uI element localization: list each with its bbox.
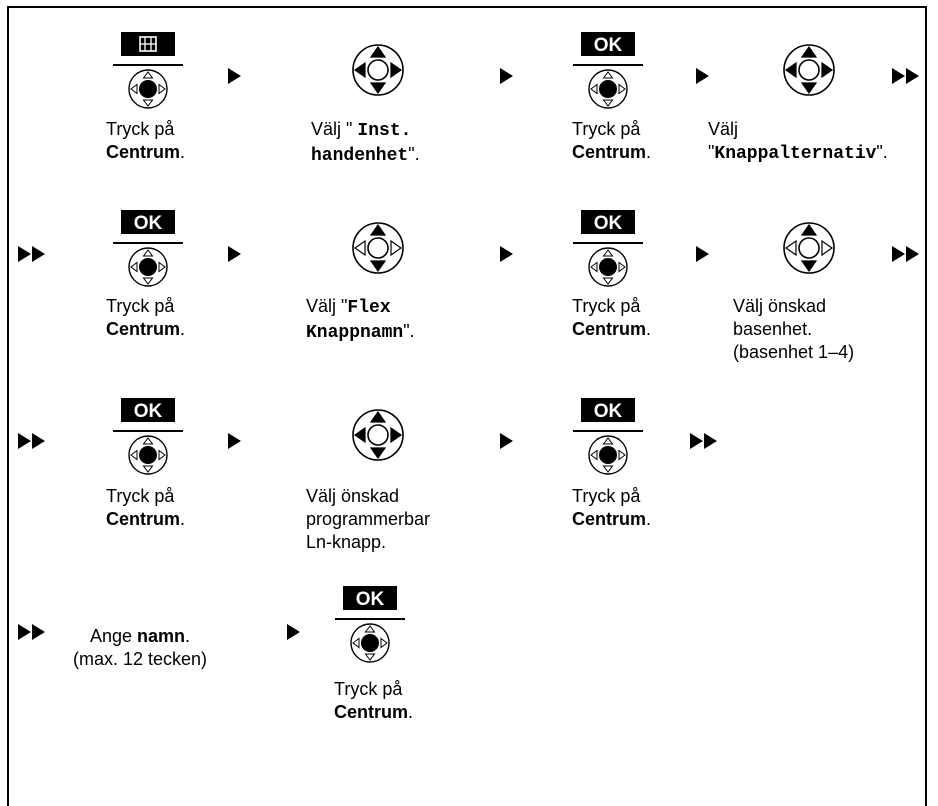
ok-key-icon: OK [581,398,635,422]
centrum-key-group: OK [573,398,643,475]
navigator-center-icon [128,435,168,475]
next-step-arrow-icon [500,433,513,449]
caption-press-centrum: Tryck på Centrum. [572,486,652,529]
navigator-all-directions-icon [783,44,835,96]
caption-enter-name: Ange namn. (max. 12 tecken) [72,626,208,669]
navigator-center-icon [588,69,628,109]
continue-arrow-icon [892,68,919,84]
centrum-key-group: OK [335,586,405,663]
ok-key-icon: OK [121,210,175,234]
caption-select-base: Välj önskad basenhet. (basenhet 1–4) [733,296,855,362]
next-step-arrow-icon [228,246,241,262]
ok-key-label: OK [134,401,163,422]
navigator-center-icon [588,247,628,287]
caption-press-centrum: Tryck på Centrum. [334,679,414,722]
continue-arrow-icon [690,433,717,449]
navigator-updown-icon [352,222,404,274]
centrum-key-group: OK [573,210,643,287]
ok-key-icon: OK [343,586,397,610]
continue-arrow-icon [18,433,45,449]
caption-select-programmable-key: Välj önskad programmerbar Ln-knapp. [306,486,431,552]
ok-key-label: OK [356,589,385,610]
centrum-key-group: OK [113,210,183,287]
caption-select-inst: Välj " Inst. handenhet". [311,119,420,166]
centrum-key-group [113,32,183,109]
menu-key-icon [121,32,175,56]
procedure-frame [7,6,927,806]
continue-arrow-icon [18,624,45,640]
caption-press-centrum: Tryck på Centrum. [106,296,186,339]
caption-select-knappalternativ: Välj "Knappalternativ". [708,119,888,164]
next-step-arrow-icon [228,68,241,84]
next-step-arrow-icon [500,246,513,262]
ok-key-label: OK [594,401,623,422]
caption-press-centrum: Tryck på Centrum. [572,296,652,339]
next-step-arrow-icon [696,246,709,262]
ok-key-icon: OK [121,398,175,422]
next-step-arrow-icon [287,624,300,640]
caption-select-flex: Välj "Flex Knappnamn". [306,296,415,343]
navigator-all-directions-icon [352,409,404,461]
caption-press-centrum: Tryck på Centrum. [106,486,186,529]
centrum-key-group: OK [113,398,183,475]
continue-arrow-icon [18,246,45,262]
next-step-arrow-icon [228,433,241,449]
ok-key-label: OK [594,213,623,234]
centrum-key-group: OK [573,32,643,109]
ok-key-label: OK [134,213,163,234]
continue-arrow-icon [892,246,919,262]
navigator-center-icon [128,69,168,109]
navigator-updown-icon [783,222,835,274]
navigator-center-icon [588,435,628,475]
next-step-arrow-icon [500,68,513,84]
ok-key-icon: OK [581,210,635,234]
ok-key-label: OK [594,35,623,56]
navigator-center-icon [128,247,168,287]
caption-press-centrum: Tryck på Centrum. [106,119,186,162]
next-step-arrow-icon [696,68,709,84]
caption-press-centrum: Tryck på Centrum. [572,119,652,162]
navigator-center-icon [350,623,390,663]
ok-key-icon: OK [581,32,635,56]
navigator-all-directions-icon [352,44,404,96]
